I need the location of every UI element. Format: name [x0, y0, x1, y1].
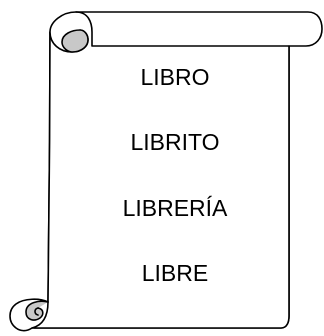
word-libreria: LIBRERÍA	[122, 195, 228, 221]
scroll-parchment	[32, 32, 298, 328]
bottom-curl-shade	[25, 300, 49, 321]
top-curl-shade	[61, 29, 89, 53]
word-libre: LIBRE	[141, 260, 209, 286]
word-librito: LIBRITO	[130, 129, 220, 155]
top-roll-outer	[75, 11, 323, 47]
word-libro: LIBRO	[140, 64, 210, 90]
